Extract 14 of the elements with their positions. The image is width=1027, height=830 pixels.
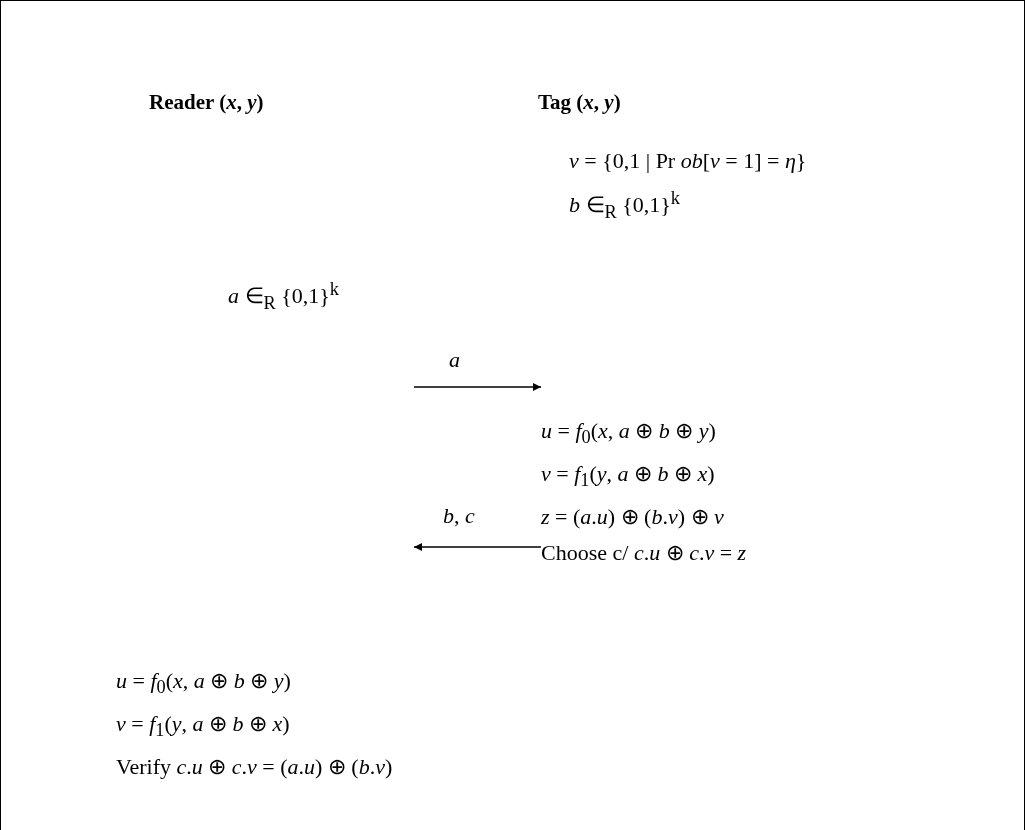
formula: Verify c.u ⊕ c.v = (a.u) ⊕ (b.v)	[116, 752, 393, 781]
formula: a ∈$_{R}$ {0,1}$^{k}$	[228, 278, 340, 315]
formula: b ∈$_{R}$ {0,1}$^{k}$	[569, 186, 682, 224]
formula: v = f$_{1}$(y, a ⊕ b ⊕ x)	[116, 709, 291, 743]
column-heading: Tag (x, y)	[538, 89, 621, 115]
arrow	[413, 543, 542, 551]
formula: z = (a.u) ⊕ (b.v) ⊕ v	[541, 502, 725, 531]
formula: u = f$_{0}$(x, a ⊕ b ⊕ y)	[116, 667, 292, 700]
column-heading: Reader (x, y)	[149, 89, 264, 115]
arrow	[413, 383, 542, 391]
formula: Choose c/ c.u ⊕ c.v = z	[541, 539, 747, 568]
formula: v = f$_{1}$(y, a ⊕ b ⊕ x)	[541, 459, 716, 493]
formula: v = {0,1 | Pr ob[v = 1] = η}	[569, 147, 807, 175]
formula: u = f$_{0}$(x, a ⊕ b ⊕ y)	[541, 417, 717, 450]
